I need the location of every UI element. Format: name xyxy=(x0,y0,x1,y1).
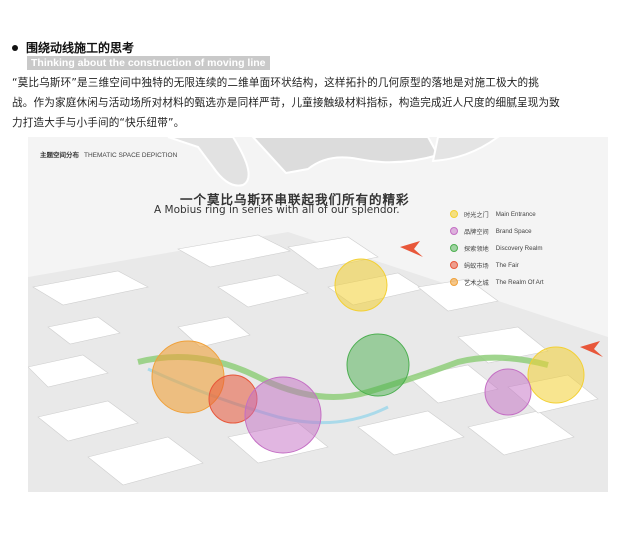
body-paragraph: “莫比乌斯环”是三维空间中独特的无限连续的二维单面环状结构，这样拓扑的几何原型的… xyxy=(12,73,608,133)
legend-dot-icon xyxy=(450,278,458,286)
zone-main-entrance xyxy=(527,346,585,404)
figure-label: 主题空间分布 THEMATIC SPACE DEPICTION xyxy=(40,149,177,159)
ceiling-arch xyxy=(431,137,500,163)
heading-title-cn: 围绕动线施工的思考 xyxy=(26,41,135,55)
legend-item: 时光之门 Main Entrance xyxy=(450,207,544,221)
legend-dot-icon xyxy=(450,210,458,218)
ceiling-arch xyxy=(251,137,440,175)
legend-label-cn: 蚂蚁市场 xyxy=(464,262,489,270)
figure-title-cn: 一个莫比乌斯环串联起我们所有的精彩 xyxy=(180,192,410,207)
zone-brand-space xyxy=(484,368,532,416)
paragraph-line: 战。作为家庭休闲与活动场所对材料的甄选亦是同样严苛，儿童接触级材料指标，构造完成… xyxy=(12,97,560,109)
floor-plan-figure: 主题空间分布 THEMATIC SPACE DEPICTION 一个莫比乌斯环串联… xyxy=(28,137,608,492)
bullet-icon xyxy=(12,44,18,51)
legend-label-en: Brand Space xyxy=(495,227,532,235)
figure-label-en: THEMATIC SPACE DEPICTION xyxy=(84,152,178,159)
axonometric-plan-drawing xyxy=(28,137,608,492)
legend-label-cn: 时光之门 xyxy=(464,211,489,219)
legend-label-cn: 艺术之城 xyxy=(464,279,489,287)
figure-title-en: A Mobius ring in series with all of our … xyxy=(154,204,400,216)
paragraph-line: “莫比乌斯环”是三维空间中独特的无限连续的二维单面环状结构，这样拓扑的几何原型的… xyxy=(12,77,539,89)
legend-label-en: The Fair xyxy=(495,261,519,269)
legend-item: 蚂蚁市场 The Fair xyxy=(450,258,544,272)
zone-brand-space xyxy=(244,376,322,454)
legend-dot-icon xyxy=(450,227,458,235)
legend-item: 探索领地 Discovery Realm xyxy=(450,241,544,255)
legend-label-cn: 品牌空间 xyxy=(464,228,489,236)
paragraph-line: 力打造大手与小手间的“快乐纽带”。 xyxy=(12,117,185,129)
legend-label-en: Main Entrance xyxy=(495,210,536,218)
legend-item: 品牌空间 Brand Space xyxy=(450,224,544,238)
legend-label-en: The Realm Of Art xyxy=(495,278,544,286)
ceiling-arch xyxy=(167,137,250,187)
section-heading: 围绕动线施工的思考 xyxy=(12,39,134,56)
figure-label-cn: 主题空间分布 xyxy=(40,152,79,159)
entrance-arrow-icon xyxy=(580,341,603,357)
legend-label-cn: 探索领地 xyxy=(464,245,489,253)
heading-title-en: Thinking about the construction of movin… xyxy=(27,56,270,70)
zone-discovery-realm xyxy=(346,333,410,397)
legend-dot-icon xyxy=(450,261,458,269)
entrance-arrow-icon xyxy=(400,241,423,257)
legend: 时光之门 Main Entrance 品牌空间 Brand Space 探索领地… xyxy=(450,207,544,292)
legend-item: 艺术之城 The Realm Of Art xyxy=(450,275,544,289)
legend-dot-icon xyxy=(450,244,458,252)
zone-main-entrance xyxy=(334,258,388,312)
legend-label-en: Discovery Realm xyxy=(495,244,543,252)
